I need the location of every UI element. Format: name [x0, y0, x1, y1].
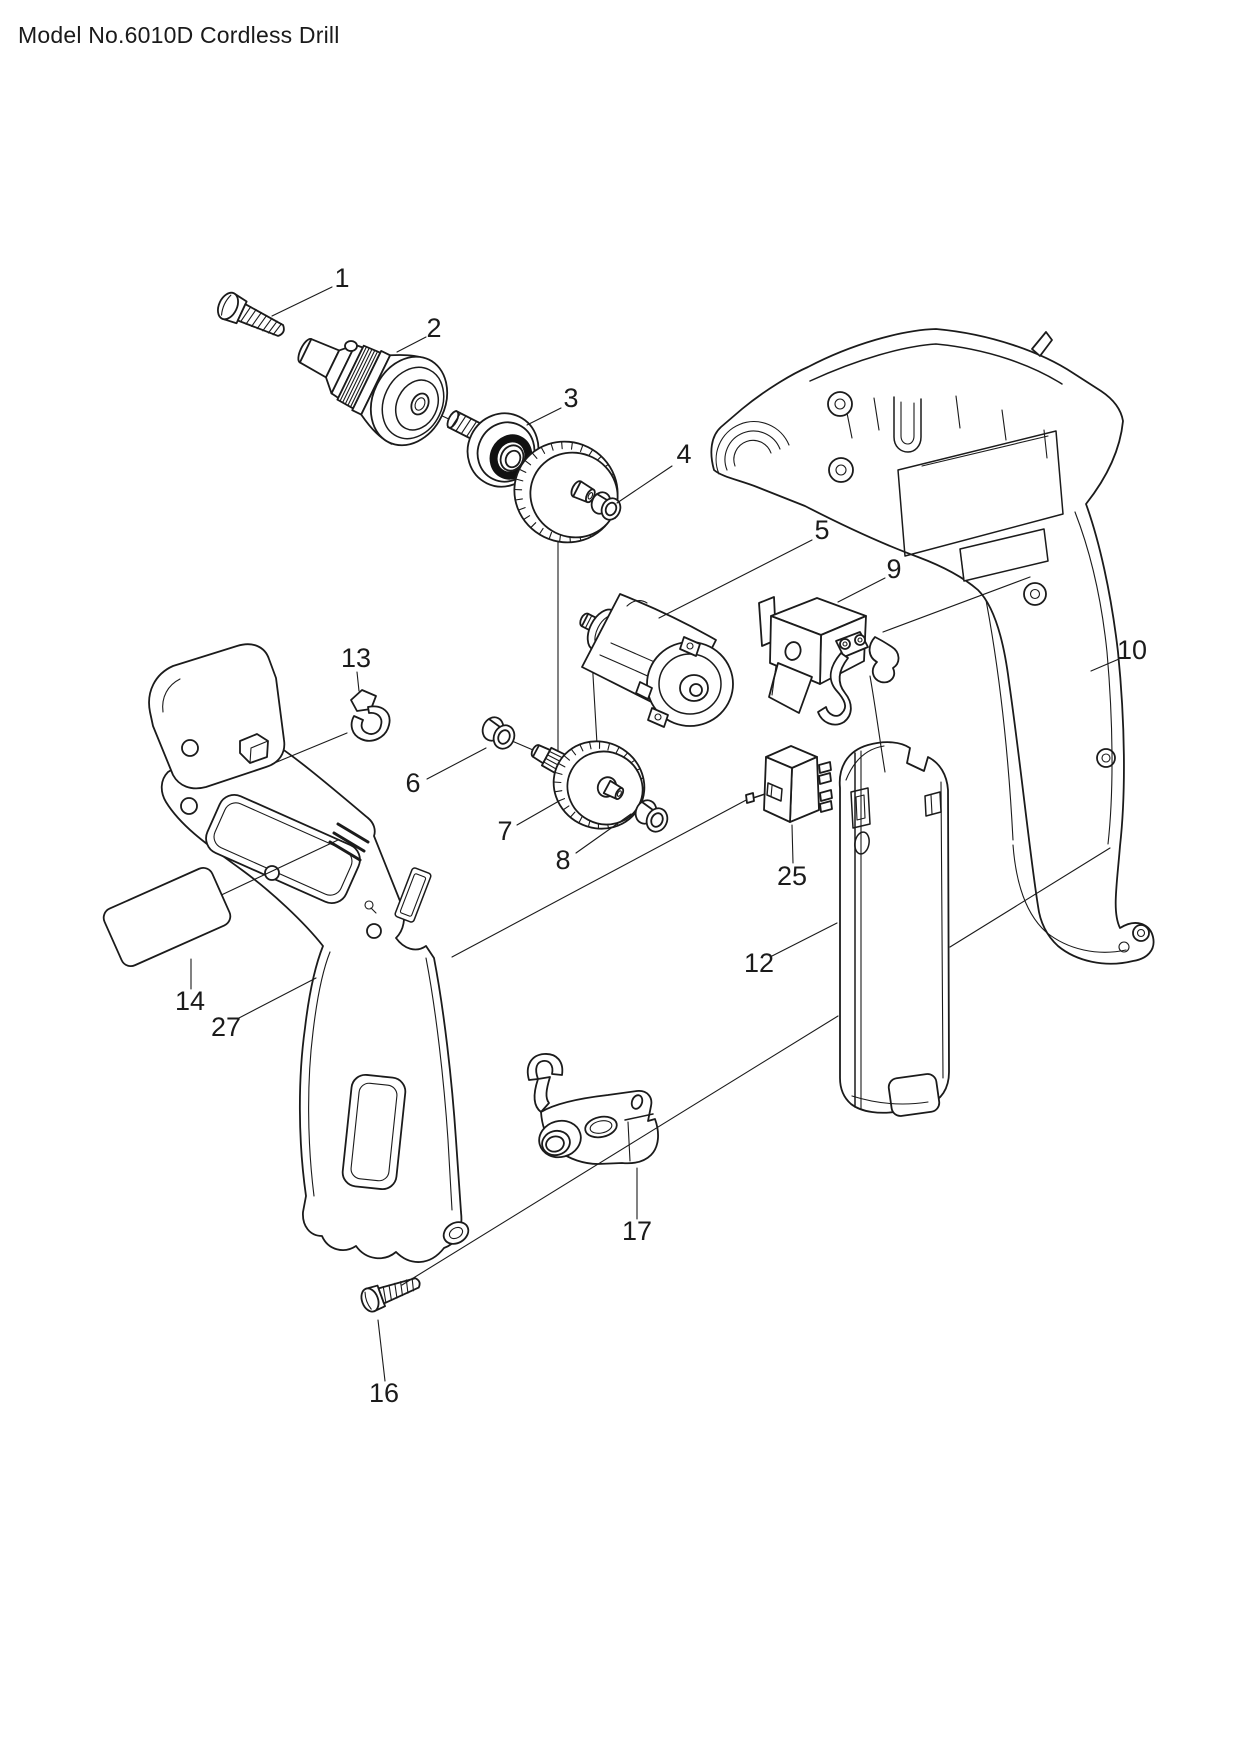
part-label-10: 10: [1117, 635, 1147, 665]
part-label-17: 17: [622, 1216, 652, 1246]
part-label-9: 9: [886, 554, 901, 584]
leader-10: [1090, 658, 1120, 672]
part-label-6: 6: [405, 768, 420, 798]
spindle-gear-drawing: [446, 410, 619, 544]
leader-4: [616, 465, 673, 504]
leader-6: [426, 747, 487, 780]
reduction-gear-drawing: [530, 740, 646, 830]
motor-drawing: [579, 593, 734, 728]
bearing-retainer-drawing: [526, 1053, 659, 1165]
leader-16: [377, 1319, 386, 1382]
part-label-3: 3: [563, 383, 578, 413]
part-label-5: 5: [814, 515, 829, 545]
leader-7: [516, 800, 560, 826]
part-label-1: 1: [334, 263, 349, 293]
terminal-block-drawing: [745, 745, 833, 823]
clip-drawing: [350, 689, 391, 742]
part-label-25: 25: [777, 861, 807, 891]
name-plate-drawing: [102, 866, 232, 968]
chuck-drawing: [297, 337, 449, 447]
part-label-27: 27: [211, 1012, 241, 1042]
switch-drawing: [758, 596, 900, 773]
leader-13: [356, 671, 360, 692]
part-label-8: 8: [555, 845, 570, 875]
leader-2: [396, 336, 427, 353]
housing-screw-drawing: [360, 1277, 421, 1313]
callout-leader-lines: [190, 286, 1120, 1382]
leader-8: [575, 813, 632, 854]
leader-1: [271, 286, 333, 317]
page-title: Model No.6010D Cordless Drill: [18, 22, 340, 48]
leader-5: [658, 539, 813, 619]
part-label-14: 14: [175, 986, 205, 1016]
leader-25: [791, 824, 794, 864]
bushing-rear-drawing: [634, 799, 669, 833]
part-label-4: 4: [676, 439, 691, 469]
leader-9: [837, 577, 886, 603]
chuck-screw-drawing: [217, 291, 285, 337]
leader-12: [771, 922, 838, 957]
screw-assembly-line: [401, 847, 1111, 1286]
leader-3: [526, 407, 562, 426]
leader-27: [236, 977, 317, 1020]
stop-ring-drawing: [590, 491, 622, 521]
part-label-16: 16: [369, 1378, 399, 1408]
part-label-12: 12: [744, 948, 774, 978]
housing-right-drawing: [710, 328, 1155, 965]
part-label-2: 2: [426, 313, 441, 343]
housing-left-drawing: [148, 643, 470, 1263]
part-label-13: 13: [341, 643, 371, 673]
battery-cartridge-drawing: [838, 741, 950, 1117]
callout-labels: 1 2 3 4 5 6 7 8 9 10 12 13 14 16 17 25 2…: [175, 263, 1147, 1408]
bushing-front-drawing: [481, 716, 516, 750]
part-label-7: 7: [497, 816, 512, 846]
